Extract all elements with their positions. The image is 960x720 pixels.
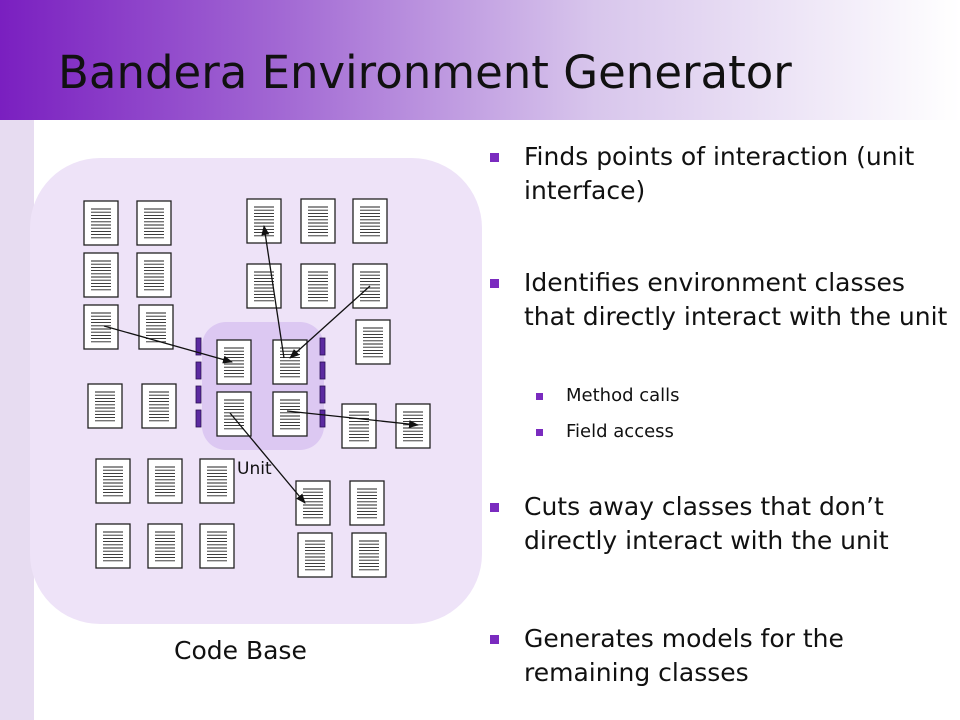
interface-connector: [195, 409, 202, 428]
bullet-item: Finds points of interaction (unit interf…: [488, 140, 948, 208]
document-icon: [300, 198, 336, 244]
bullet-marker-icon: [490, 279, 499, 288]
document-icon: [246, 198, 282, 244]
interface-connector: [319, 337, 326, 356]
bullet-text: Generates models for the remaining class…: [524, 624, 844, 687]
document-icon: [272, 391, 308, 437]
code-base-label: Code Base: [174, 636, 307, 665]
document-icon: [95, 458, 131, 504]
unit-label: Unit: [237, 459, 272, 479]
bullet-text: Identifies environment classes that dire…: [524, 268, 948, 331]
bullet-item: Cuts away classes that don’t directly in…: [488, 490, 948, 558]
sub-bullet-text: Method calls: [566, 385, 680, 406]
bullet-marker-icon: [490, 635, 499, 644]
interface-connector: [319, 361, 326, 380]
document-icon: [83, 252, 119, 298]
document-icon: [351, 532, 387, 578]
interface-connector: [195, 361, 202, 380]
interaction-arrows: [103, 225, 419, 504]
interaction-arrow: [261, 225, 285, 359]
bullet-marker-icon: [490, 503, 499, 512]
document-icon: [83, 200, 119, 246]
interface-connector: [195, 337, 202, 356]
document-icon: [147, 523, 183, 569]
interface-connector: [319, 409, 326, 428]
interface-connector: [195, 385, 202, 404]
bullet-item: Generates models for the remaining class…: [488, 622, 948, 690]
document-icon: [83, 304, 119, 350]
sub-bullet-item: Method calls: [536, 384, 680, 408]
document-icon: [95, 523, 131, 569]
document-icon: [246, 263, 282, 309]
document-icon: [87, 383, 123, 429]
document-icon: [297, 532, 333, 578]
title-band: [0, 0, 960, 120]
interaction-arrow: [289, 285, 371, 359]
interaction-arrow: [103, 325, 233, 364]
bullet-marker-icon: [490, 153, 499, 162]
class-documents: [83, 198, 431, 578]
document-icon: [199, 523, 235, 569]
document-icon: [141, 383, 177, 429]
bullet-text: Cuts away classes that don’t directly in…: [524, 492, 889, 555]
document-icon: [300, 263, 336, 309]
interaction-arrow: [286, 410, 419, 429]
document-icon: [136, 252, 172, 298]
bullet-item: Identifies environment classes that dire…: [488, 266, 948, 334]
document-icon: [395, 403, 431, 449]
document-icon: [352, 198, 388, 244]
document-icon: [216, 339, 252, 385]
document-icon: [199, 458, 235, 504]
sub-bullet-marker-icon: [536, 429, 543, 436]
bullet-text: Finds points of interaction (unit interf…: [524, 142, 915, 205]
document-icon: [355, 319, 391, 365]
sub-bullet-item: Field access: [536, 420, 674, 444]
sub-bullet-text: Field access: [566, 421, 674, 442]
document-icon: [147, 458, 183, 504]
document-icon: [295, 480, 331, 526]
interface-connector: [319, 385, 326, 404]
interaction-arrow: [229, 412, 306, 504]
document-icon: [138, 304, 174, 350]
document-icon: [216, 391, 252, 437]
document-icon: [341, 403, 377, 449]
sub-bullet-marker-icon: [536, 393, 543, 400]
unit-interface-connectors: [195, 337, 326, 428]
document-icon: [136, 200, 172, 246]
left-accent-bar: [0, 120, 34, 720]
slide-title: Bandera Environment Generator: [58, 46, 792, 99]
document-icon: [349, 480, 385, 526]
